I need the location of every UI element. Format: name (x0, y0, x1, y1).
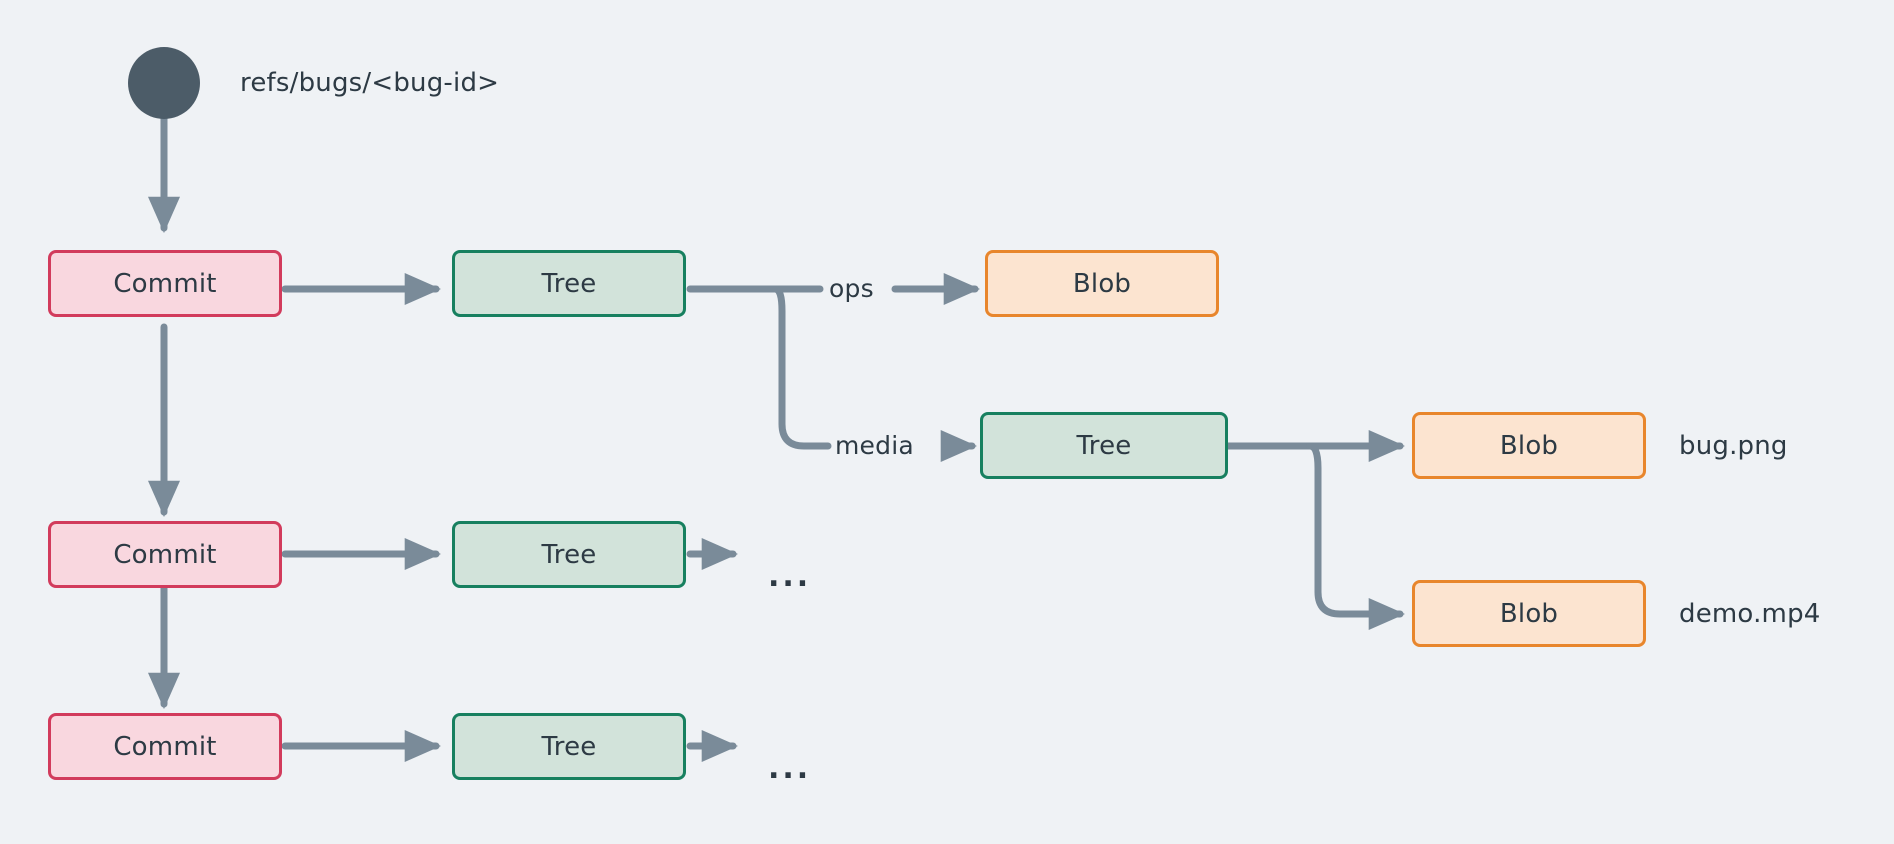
node-tree-media-label: Tree (1076, 430, 1132, 461)
node-tree-1[interactable]: Tree (452, 250, 686, 317)
node-blob-demo[interactable]: Blob (1412, 580, 1646, 647)
ref-label: refs/bugs/<bug-id> (240, 68, 500, 98)
ref-dot[interactable] (128, 47, 200, 119)
node-blob-bug-label: Blob (1499, 430, 1559, 461)
node-tree-2[interactable]: Tree (452, 521, 686, 588)
edge-treemedia-to-blob-demo (1306, 442, 1406, 631)
node-blob-bug[interactable]: Blob (1412, 412, 1646, 479)
file-label-demo-mp4: demo.mp4 (1679, 599, 1821, 629)
node-tree-1-label: Tree (541, 268, 597, 299)
node-blob-ops[interactable]: Blob (985, 250, 1219, 317)
node-commit-2-label: Commit (113, 539, 217, 570)
node-tree-3[interactable]: Tree (452, 713, 686, 780)
node-tree-3-label: Tree (541, 731, 597, 762)
ellipsis-row-2: ... (768, 559, 812, 594)
edge-label-media: media (832, 431, 917, 460)
node-commit-3[interactable]: Commit (48, 713, 282, 780)
node-tree-media[interactable]: Tree (980, 412, 1228, 479)
file-label-bug-png: bug.png (1679, 431, 1788, 461)
edge-tree1-to-media-branch (771, 285, 832, 450)
node-tree-2-label: Tree (541, 539, 597, 570)
edge-label-ops: ops (826, 274, 877, 303)
node-commit-1-label: Commit (113, 268, 217, 299)
node-blob-ops-label: Blob (1072, 268, 1132, 299)
node-commit-3-label: Commit (113, 731, 217, 762)
node-commit-2[interactable]: Commit (48, 521, 282, 588)
ellipsis-row-3: ... (768, 751, 812, 786)
node-blob-demo-label: Blob (1499, 598, 1559, 629)
node-commit-1[interactable]: Commit (48, 250, 282, 317)
